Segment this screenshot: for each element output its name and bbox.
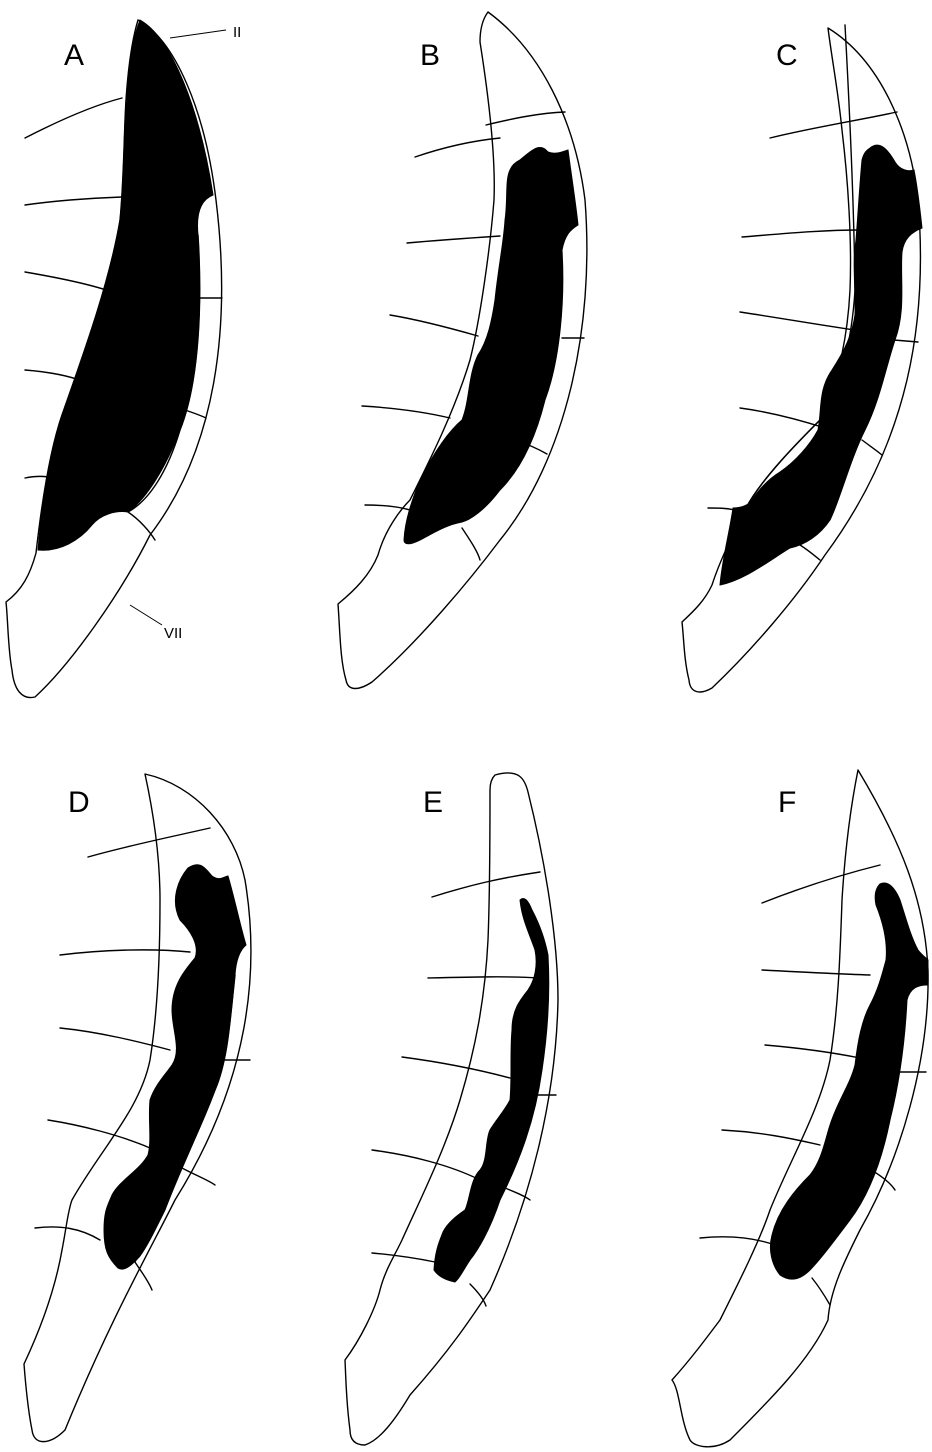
- panel-e: E: [345, 773, 558, 1445]
- panel-b-label: B: [420, 39, 440, 72]
- annotation-bottom-label: VII: [164, 625, 182, 642]
- panel-d: D: [24, 774, 251, 1442]
- panel-b-mark: [404, 147, 578, 543]
- annotation-top-label: II: [233, 24, 241, 41]
- panel-b: B: [338, 12, 587, 689]
- panel-c: C: [682, 25, 922, 692]
- panel-d-outline: [24, 774, 251, 1442]
- panel-a: II VII A: [6, 20, 241, 698]
- panel-e-label: E: [423, 786, 443, 819]
- panel-c-label: C: [776, 39, 798, 72]
- panel-f: F: [672, 770, 928, 1447]
- panel-a-label: A: [64, 39, 84, 72]
- panel-f-label: F: [778, 786, 796, 819]
- panel-d-label: D: [68, 786, 90, 819]
